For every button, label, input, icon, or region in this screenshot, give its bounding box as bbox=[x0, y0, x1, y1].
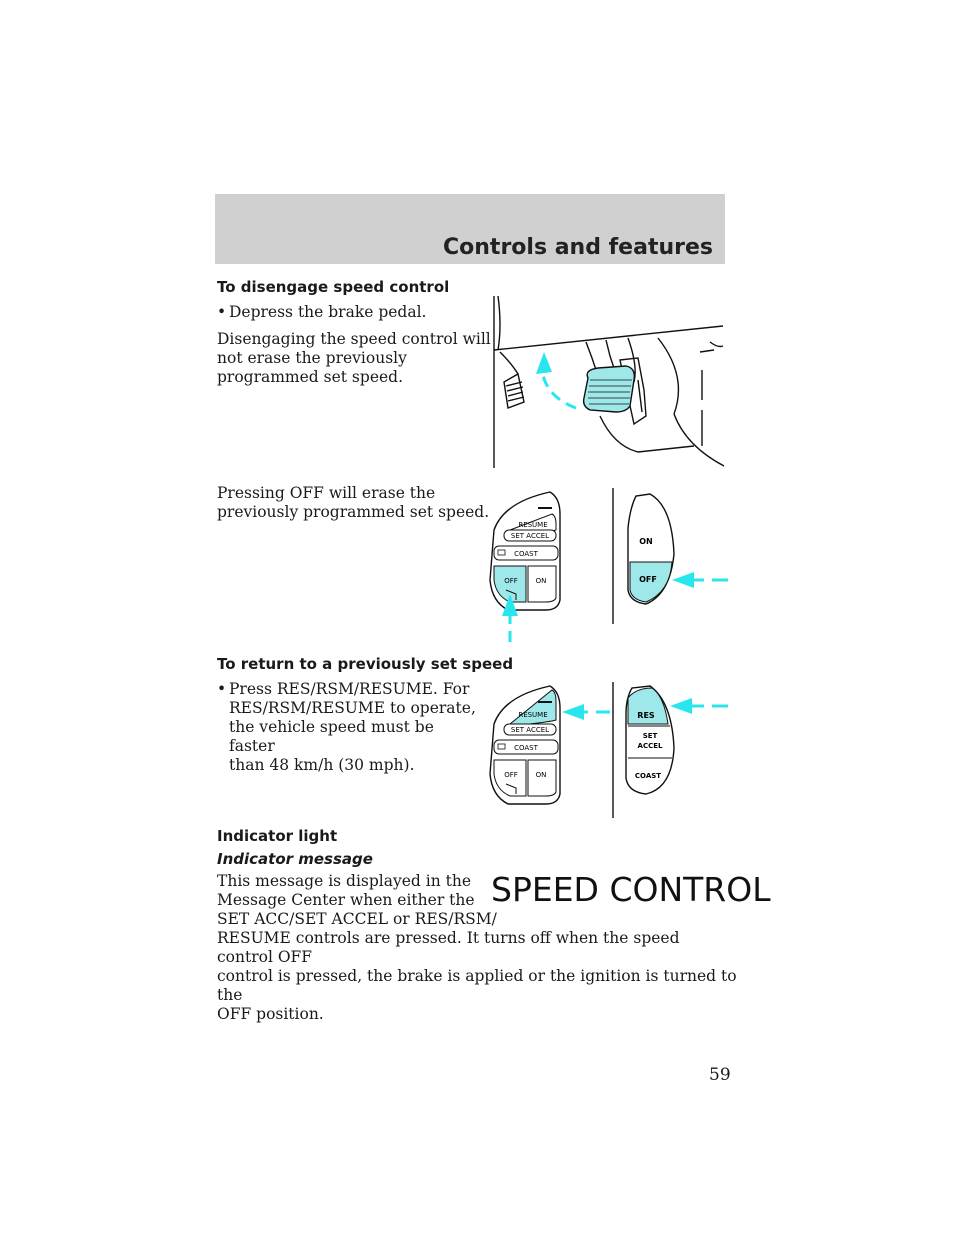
paragraph-line: Message Center when either the bbox=[217, 891, 475, 909]
paragraph-disengage: Disengaging the speed control will not e… bbox=[217, 330, 491, 387]
paragraph-line: programmed set speed. bbox=[217, 368, 404, 386]
paragraph-indicator: This message is displayed in the Message… bbox=[217, 872, 737, 1024]
coast-button-label: COAST bbox=[514, 550, 539, 558]
bullet-brake: • Depress the brake pedal. bbox=[217, 303, 467, 323]
paragraph-line: SET ACC/SET ACCEL or RES/RSM/ bbox=[217, 910, 497, 928]
coast-button-label: COAST bbox=[514, 744, 539, 752]
large-coast-label: COAST bbox=[635, 772, 661, 780]
bullet-line: RES/RSM/RESUME to operate, bbox=[229, 699, 476, 717]
heading-indicator-message: Indicator message bbox=[217, 850, 373, 868]
paragraph-line: control is pressed, the brake is applied… bbox=[217, 967, 737, 1004]
heading-return: To return to a previously set speed bbox=[217, 655, 514, 673]
heading-indicator-light: Indicator light bbox=[217, 827, 338, 845]
paragraph-off-erase: Pressing OFF will erase the previously p… bbox=[217, 484, 489, 522]
speed-control-message: SPEED CONTROL bbox=[491, 870, 771, 909]
page-number: 59 bbox=[709, 1065, 731, 1085]
off-button-label: OFF bbox=[504, 771, 518, 779]
large-set-label: SET bbox=[643, 732, 658, 740]
paragraph-line: Pressing OFF will erase the bbox=[217, 484, 436, 502]
on-button-label: ON bbox=[536, 771, 547, 779]
brake-pedal-illustration bbox=[488, 296, 728, 474]
large-on-label: ON bbox=[639, 537, 653, 546]
paragraph-line: This message is displayed in the bbox=[217, 872, 472, 890]
bullet-brake-text: Depress the brake pedal. bbox=[229, 303, 427, 321]
resume-button-label: RESUME bbox=[518, 711, 547, 719]
bullet-resume-text: Press RES/RSM/RESUME. For RES/RSM/RESUME… bbox=[229, 680, 477, 775]
bullet-resume: • Press RES/RSM/RESUME. For RES/RSM/RESU… bbox=[217, 680, 477, 774]
bullet-dot: • bbox=[217, 680, 227, 698]
heading-disengage: To disengage speed control bbox=[217, 278, 450, 296]
paragraph-line: previously programmed set speed. bbox=[217, 503, 490, 521]
set-accel-button-label: SET ACCEL bbox=[511, 532, 549, 540]
page-header-title: Controls and features bbox=[443, 235, 713, 260]
large-off-label: OFF bbox=[639, 575, 657, 584]
large-res-label: RES bbox=[637, 711, 655, 720]
speed-control-switch-off-illustration: RESUME SET ACCEL COAST OFF ON ON OFF bbox=[480, 484, 730, 646]
bullet-dot: • bbox=[217, 303, 227, 321]
paragraph-line: RESUME controls are pressed. It turns of… bbox=[217, 929, 680, 966]
resume-button-label: RESUME bbox=[518, 521, 547, 529]
off-button-label: OFF bbox=[504, 577, 518, 585]
bullet-line: Press RES/RSM/RESUME. For bbox=[229, 680, 470, 698]
large-accel-label: ACCEL bbox=[638, 742, 663, 750]
bullet-line: than 48 km/h (30 mph). bbox=[229, 756, 415, 774]
on-button-label: ON bbox=[536, 577, 547, 585]
bullet-line: the vehicle speed must be faster bbox=[229, 718, 434, 755]
set-accel-button-label: SET ACCEL bbox=[511, 726, 549, 734]
paragraph-line: OFF position. bbox=[217, 1005, 324, 1023]
paragraph-line: Disengaging the speed control will bbox=[217, 330, 491, 348]
header-band: Controls and features bbox=[215, 194, 725, 264]
paragraph-line: not erase the previously bbox=[217, 349, 407, 367]
speed-control-switch-resume-illustration: RESUME SET ACCEL COAST OFF ON RES SET AC… bbox=[480, 678, 730, 822]
